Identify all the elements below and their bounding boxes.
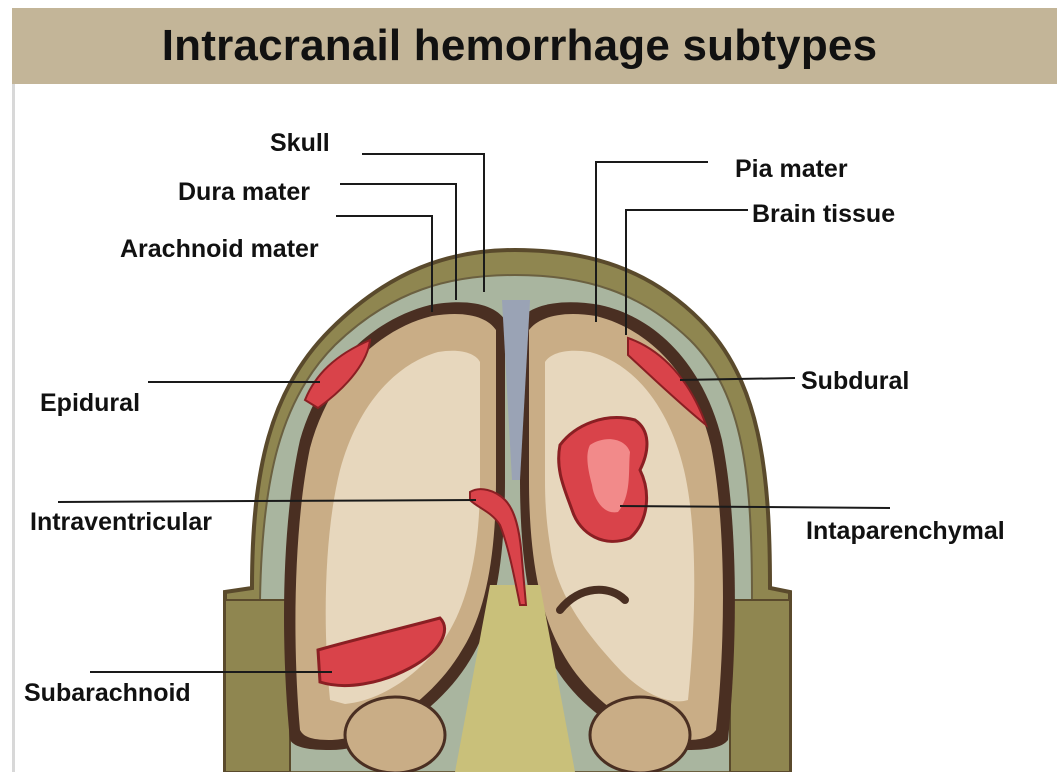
label-epidural: Epidural <box>40 389 140 417</box>
left-basal-lobe <box>345 697 445 772</box>
label-intraventricular: Intraventricular <box>30 508 212 536</box>
label-dura-mater: Dura mater <box>178 178 310 206</box>
label-subarachnoid: Subarachnoid <box>24 679 191 707</box>
label-intraparenchymal: Intaparenchymal <box>806 517 1005 545</box>
label-skull: Skull <box>270 129 330 157</box>
right-basal-lobe <box>590 697 690 772</box>
label-pia-mater: Pia mater <box>735 155 848 183</box>
label-subdural: Subdural <box>801 367 909 395</box>
label-arachnoid-mater: Arachnoid mater <box>120 235 319 263</box>
left-temporal-region <box>225 600 290 772</box>
label-brain-tissue: Brain tissue <box>752 200 895 228</box>
right-temporal-region <box>730 600 790 772</box>
